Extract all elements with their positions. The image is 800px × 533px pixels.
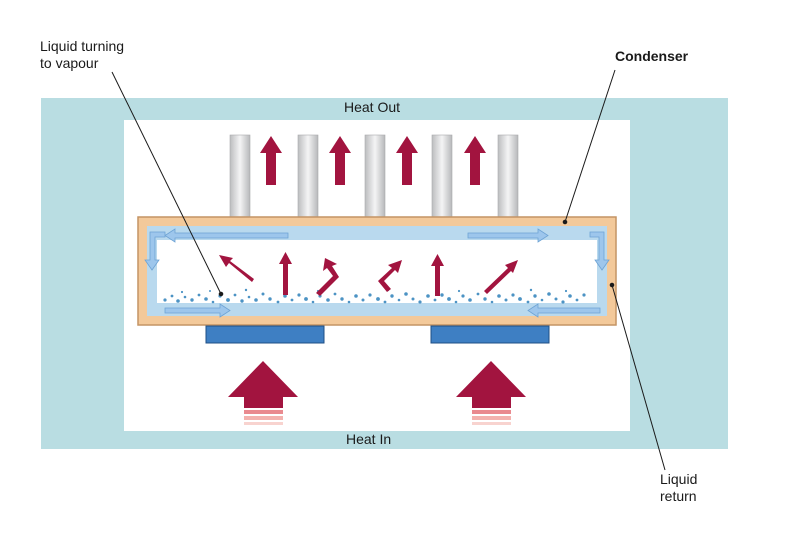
label-heat-in: Heat In: [346, 431, 392, 447]
heat-out-arrow: [396, 136, 418, 185]
vapour-arrow: [484, 260, 518, 294]
liquid-flow: [144, 228, 610, 318]
flow-arrow-right-corner: [589, 231, 610, 271]
vapour-arrow: [378, 260, 402, 292]
heat-out-arrows: [260, 136, 486, 185]
fin: [229, 134, 251, 221]
fin: [497, 134, 519, 221]
fin: [297, 134, 319, 221]
heat-out-arrow: [260, 136, 282, 185]
heat-in-arrow-head: [228, 361, 298, 408]
heat-in-arrow-left: [228, 361, 298, 425]
leader-condenser: [564, 69, 616, 223]
heat-in-arrow-stripe: [472, 416, 511, 420]
vapour-arrow: [219, 255, 254, 282]
heat-in-arrow-stripe: [244, 416, 283, 420]
heat-in-arrow-stripe: [244, 410, 283, 414]
leader-lines: [111, 69, 666, 471]
flow-arrow-bottom-right: [527, 303, 601, 318]
heat-in-arrow-head: [456, 361, 526, 408]
leader-liquid-turning: [111, 71, 222, 295]
heat-in-arrow-stripe: [472, 422, 511, 425]
label-heat-out: Heat Out: [344, 99, 401, 115]
leader-dot: [609, 282, 615, 288]
fin: [431, 134, 453, 221]
flow-arrow-top-left: [164, 228, 289, 243]
heat-source-left: [205, 325, 325, 344]
flow-arrow-left-corner: [144, 231, 166, 271]
flow-arrow-bottom-left: [164, 303, 231, 318]
heat-out-arrow: [464, 136, 486, 185]
label-liquid-turning-to-vapour: Liquid turning to vapour: [40, 38, 125, 71]
vapour-chamber: [157, 240, 597, 303]
heat-in-arrow-stripe: [472, 410, 511, 414]
label-condenser: Condenser: [615, 48, 689, 64]
vapour-arrow: [431, 254, 444, 296]
flow-arrow-top-right: [467, 228, 549, 243]
label-liquid-return: Liquid return: [660, 471, 698, 504]
leader-liquid-return: [611, 284, 666, 471]
fin: [364, 134, 386, 221]
heat-out-arrow: [329, 136, 351, 185]
heat-source-right: [430, 325, 550, 344]
heat-in-arrow-stripe: [244, 422, 283, 425]
heat-in-arrow-right: [456, 361, 526, 425]
vapour-arrow: [316, 258, 339, 296]
leader-dot: [562, 219, 568, 225]
cooling-fins: [229, 134, 519, 221]
vapour-arrow: [279, 252, 292, 295]
leader-dot: [218, 291, 224, 297]
vapour-arrows: [219, 252, 518, 296]
